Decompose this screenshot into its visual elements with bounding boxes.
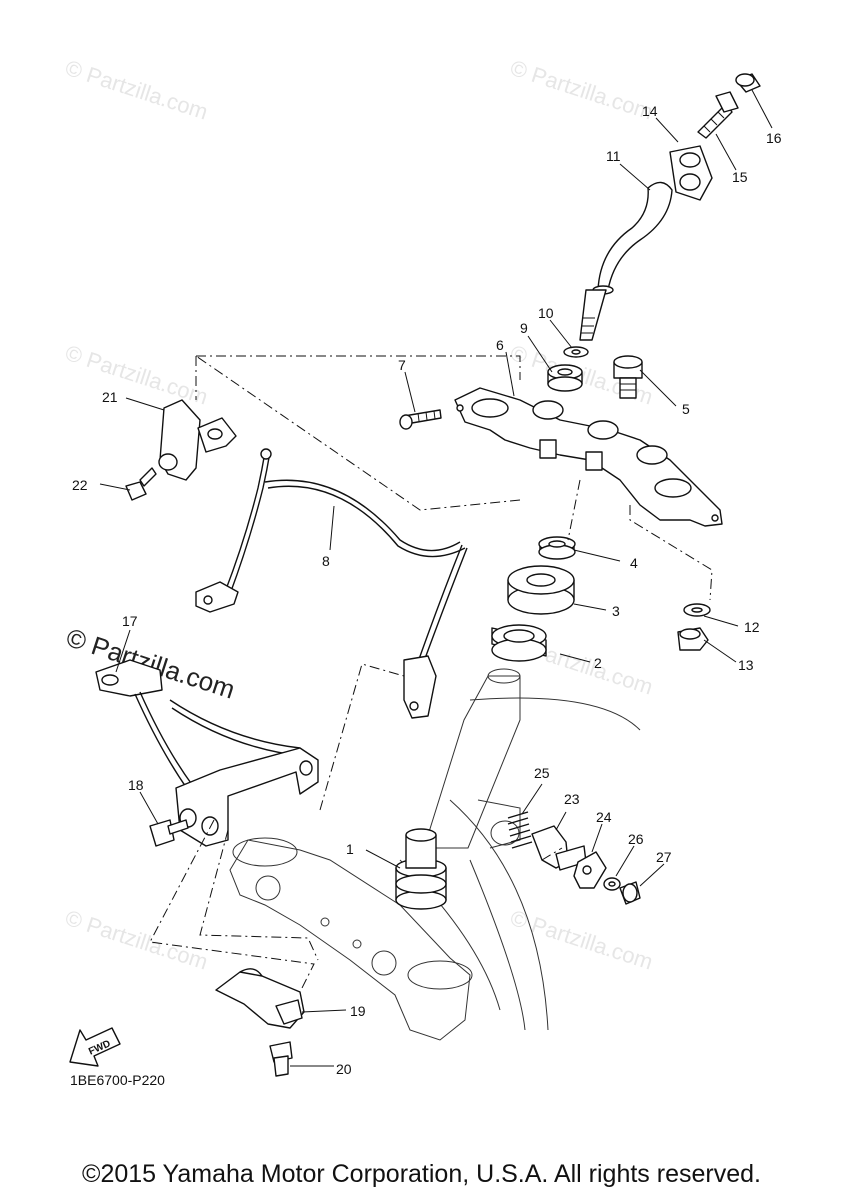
- part-screw-27: [619, 881, 641, 905]
- callout-10: 10: [538, 305, 554, 321]
- assembly-lines: [149, 355, 713, 993]
- callout-2: 2: [594, 655, 602, 671]
- part-bolt-20: [269, 1041, 293, 1077]
- part-wire-8: [195, 448, 468, 719]
- part-washer-12: [683, 603, 711, 617]
- callout-7: 7: [398, 357, 406, 373]
- part-bracket-21: [158, 399, 237, 481]
- part-ring-nut: [538, 536, 576, 560]
- part-bolt-18: [149, 819, 189, 847]
- callout-19: 19: [350, 1003, 366, 1019]
- copyright-notice: ©2015 Yamaha Motor Corporation, U.S.A. A…: [82, 1160, 761, 1188]
- part-bolt-7: [399, 409, 442, 430]
- callout-4: 4: [630, 555, 638, 571]
- part-steering-stem: [579, 181, 673, 341]
- callout-labels: 1 2 3 4 5 6 7 8 9 10 11 12 13 14 15 16 1…: [72, 103, 782, 1077]
- part-washer-10: [563, 346, 589, 358]
- part-collar: [547, 364, 583, 392]
- callout-12: 12: [744, 619, 760, 635]
- callout-18: 18: [128, 777, 144, 793]
- callout-21: 21: [102, 389, 118, 405]
- part-bearing: [491, 624, 547, 662]
- callout-13: 13: [738, 657, 754, 673]
- callout-3: 3: [612, 603, 620, 619]
- lower-bracket-ghost: [229, 837, 473, 1041]
- callout-17: 17: [122, 613, 138, 629]
- part-ball-race-cover: [507, 565, 575, 615]
- callout-6: 6: [496, 337, 504, 353]
- part-stay-17: [95, 659, 319, 847]
- part-lower-bearing: [395, 828, 447, 910]
- part-bolt-15: [697, 91, 739, 139]
- callout-25: 25: [534, 765, 550, 781]
- diagram-code: 1BE6700-P220: [70, 1072, 165, 1088]
- part-crown-bolt: [613, 355, 643, 399]
- steering-stem-ghost: [423, 668, 521, 849]
- callout-26: 26: [628, 831, 644, 847]
- part-clip-19: [215, 968, 305, 1029]
- callout-9: 9: [520, 320, 528, 336]
- callout-22: 22: [72, 477, 88, 493]
- callout-15: 15: [732, 169, 748, 185]
- part-washer-26: [603, 877, 621, 891]
- callout-23: 23: [564, 791, 580, 807]
- callout-5: 5: [682, 401, 690, 417]
- callout-20: 20: [336, 1061, 352, 1077]
- forward-arrow-icon: FWD: [69, 1027, 121, 1067]
- part-upper-bracket: [454, 387, 723, 527]
- part-bolt-22: [125, 467, 157, 501]
- part-nut-16: [735, 73, 761, 93]
- callout-1: 1: [346, 841, 354, 857]
- part-plate-24: [573, 851, 607, 889]
- callout-8: 8: [322, 553, 330, 569]
- leader-lines: [99, 89, 773, 1067]
- callout-14: 14: [642, 103, 658, 119]
- callout-16: 16: [766, 130, 782, 146]
- callout-11: 11: [606, 148, 621, 164]
- callout-27: 27: [656, 849, 672, 865]
- part-clamp: [669, 145, 713, 201]
- part-nut-13: [677, 627, 709, 651]
- callout-24: 24: [596, 809, 612, 825]
- part-spring-25: [507, 811, 533, 849]
